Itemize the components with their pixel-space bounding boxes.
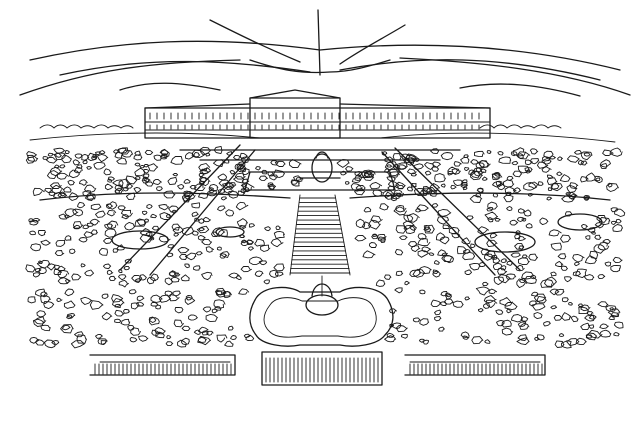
central-stairs — [289, 194, 351, 276]
palace — [144, 89, 491, 139]
balustrade — [94, 357, 543, 383]
garden-shrubs — [25, 145, 626, 349]
bottom-terrace — [89, 351, 546, 386]
ponds — [111, 213, 603, 253]
sky-strokes — [19, 9, 631, 97]
lower-parterre — [249, 275, 394, 347]
palace-windows — [149, 112, 480, 130]
horizon-trees — [29, 124, 616, 143]
